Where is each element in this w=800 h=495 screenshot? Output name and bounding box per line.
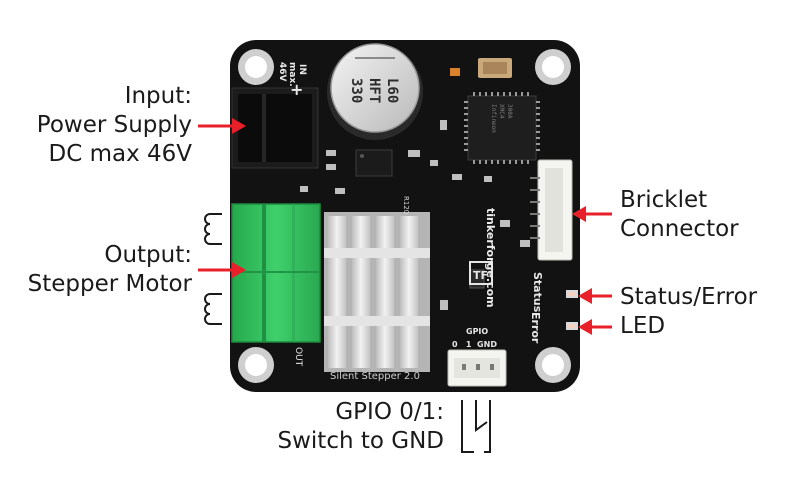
motor-coil-icon-top bbox=[204, 213, 222, 245]
power-input-connector bbox=[231, 87, 319, 169]
gpio-callout: GPIO 0/1: Switch to GND bbox=[278, 398, 445, 456]
motor-coil-icon-bottom bbox=[204, 293, 222, 325]
capacitor-text-line-3: L60 bbox=[384, 78, 400, 103]
svg-text:max.: max. bbox=[287, 62, 297, 87]
bricklet-connector bbox=[530, 159, 573, 261]
error-silkscreen: Error bbox=[529, 312, 542, 344]
input-callout: Input: Power Supply DC max 46V bbox=[37, 82, 192, 169]
input-callout-line-3: DC max 46V bbox=[48, 141, 192, 167]
output-callout: Output: Stepper Motor bbox=[28, 241, 192, 299]
status-led bbox=[566, 290, 578, 298]
arrow-input bbox=[198, 118, 246, 134]
svg-text:XMC4: XMC4 bbox=[498, 104, 505, 119]
arrow-error bbox=[578, 319, 612, 335]
driver-ic bbox=[355, 149, 393, 177]
input-callout-line-1: Input: bbox=[124, 83, 192, 109]
mounting-hole-bottom-left bbox=[238, 347, 274, 383]
bricklet-callout: Bricklet Connector bbox=[620, 186, 739, 244]
bricklet-callout-line-2: Connector bbox=[620, 216, 739, 242]
arrow-bricklet bbox=[572, 206, 612, 222]
crystal-oscillator bbox=[478, 58, 512, 78]
output-terminal-block bbox=[231, 203, 321, 343]
status-callout: Status/Error LED bbox=[620, 283, 757, 341]
svg-text:300A: 300A bbox=[506, 104, 513, 119]
status-callout-line-2: LED bbox=[620, 313, 666, 339]
mounting-hole-bottom-right bbox=[535, 347, 571, 383]
svg-text:46V: 46V bbox=[277, 62, 287, 82]
out-silkscreen: OUT bbox=[293, 347, 303, 367]
bricklet-callout-line-1: Bricklet bbox=[620, 187, 708, 213]
gpio-connector bbox=[447, 349, 507, 387]
microcontroller-chip: Infineon XMC4 300A bbox=[464, 92, 540, 164]
mounting-hole-top-right bbox=[535, 49, 571, 85]
mounting-hole-top-left bbox=[238, 49, 274, 85]
error-led bbox=[566, 322, 578, 330]
gpio-callout-line-2: Switch to GND bbox=[277, 428, 445, 454]
model-silkscreen: Silent Stepper 2.0 bbox=[330, 371, 420, 382]
arrow-output bbox=[198, 262, 246, 278]
input-callout-line-2: Power Supply bbox=[36, 112, 192, 138]
switch-icon bbox=[461, 400, 491, 453]
output-callout-line-2: Stepper Motor bbox=[27, 271, 192, 297]
gpio-pins-silkscreen: 0 1 GND bbox=[452, 340, 497, 349]
resistor-label: R120 bbox=[402, 196, 410, 214]
output-callout-line-1: Output: bbox=[104, 242, 192, 268]
power-marking: IN max. 46V + bbox=[277, 62, 307, 99]
svg-text:IN: IN bbox=[297, 64, 307, 75]
svg-text:TF: TF bbox=[473, 269, 488, 282]
capacitor-text-line-1: 330 bbox=[348, 78, 364, 103]
status-callout-line-1: Status/Error bbox=[620, 284, 758, 310]
capacitor: 330 HFT L60 bbox=[327, 43, 423, 140]
arrow-status bbox=[578, 288, 612, 304]
tinkerforge-logo: TF bbox=[469, 261, 493, 285]
gpio-silkscreen: GPIO bbox=[466, 327, 488, 336]
heatsink bbox=[324, 212, 430, 372]
plus-marking: + bbox=[290, 80, 303, 99]
gpio-callout-line-1: GPIO 0/1: bbox=[335, 399, 444, 425]
brand-silkscreen: tinkerforge.com bbox=[484, 208, 497, 308]
status-silkscreen: Status bbox=[531, 272, 544, 313]
capacitor-text-line-2: HFT bbox=[366, 78, 382, 103]
smd-led-orange bbox=[450, 68, 460, 76]
svg-text:Infineon: Infineon bbox=[490, 104, 497, 133]
